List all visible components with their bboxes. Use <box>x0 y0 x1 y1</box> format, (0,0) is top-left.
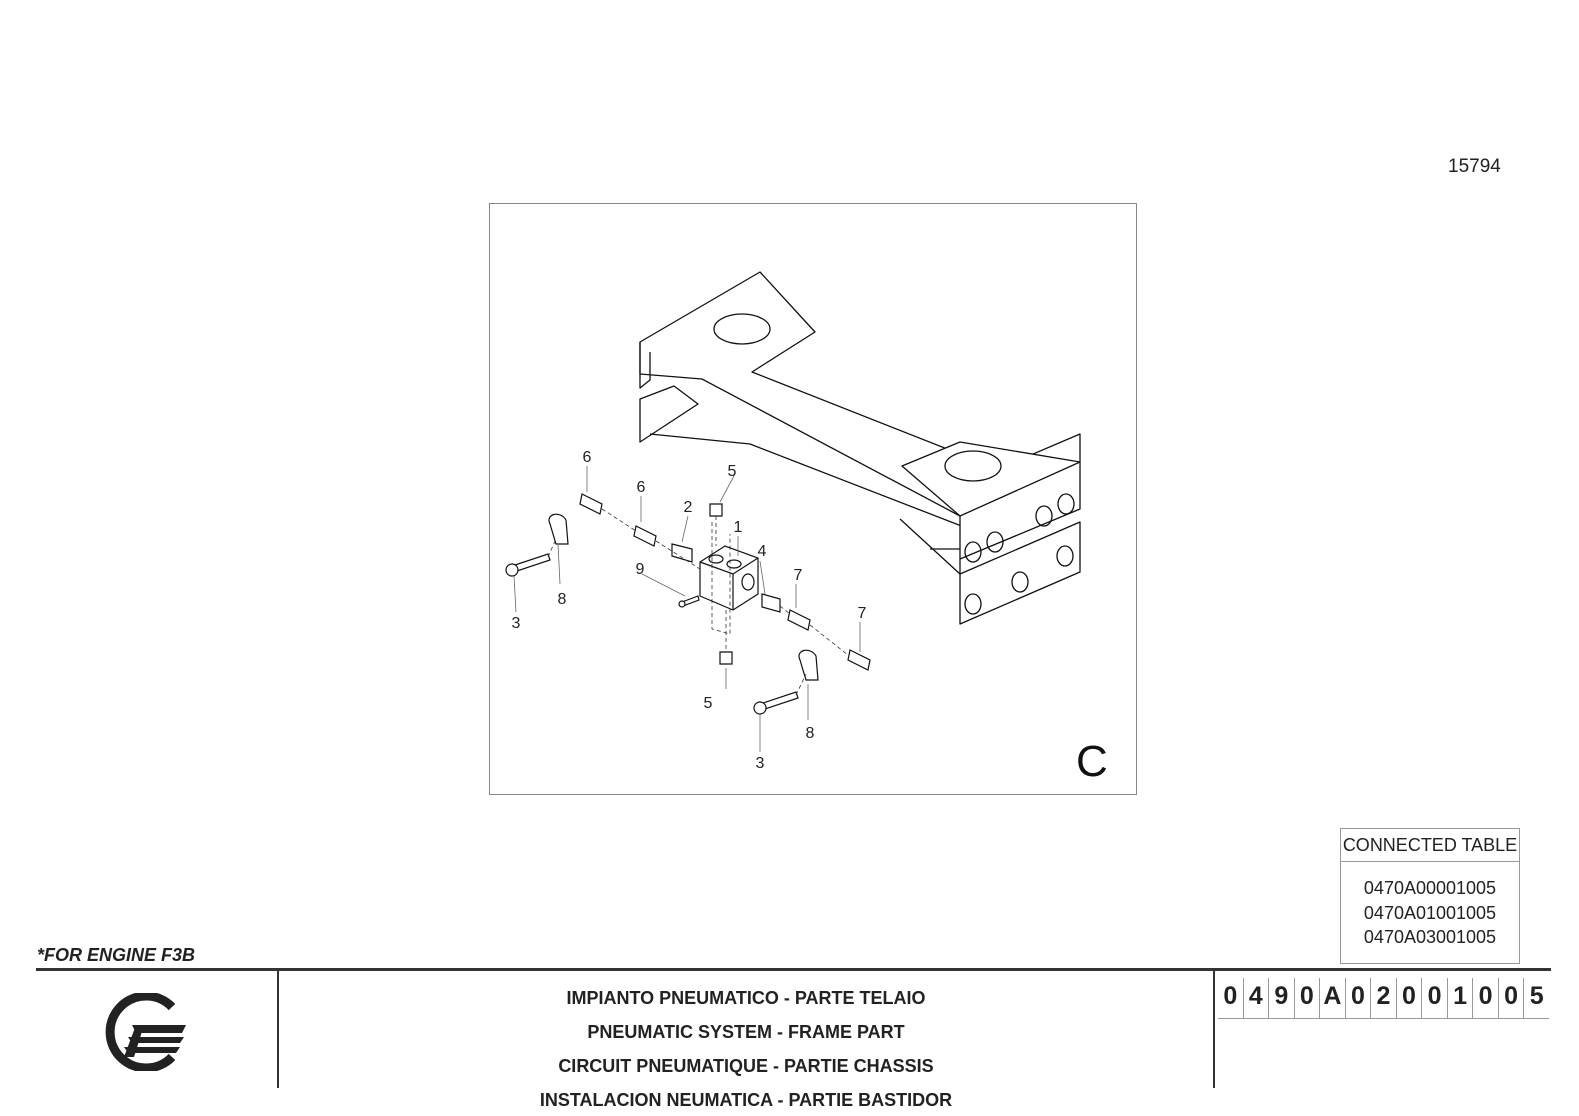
code-char: 0 <box>1472 978 1498 1018</box>
code-char: 5 <box>1523 978 1549 1018</box>
company-logo-icon <box>102 991 188 1073</box>
code-char: 0 <box>1344 978 1371 1018</box>
connected-table-item[interactable]: 0470A01001005 <box>1363 902 1497 923</box>
code-char: 9 <box>1268 978 1294 1018</box>
title-italian: IMPIANTO PNEUMATICO - PARTE TELAIO <box>566 988 926 1008</box>
code-char: 4 <box>1242 978 1269 1018</box>
title-block-divider-left <box>277 970 279 1088</box>
drawing-code: 0 4 9 0 A 0 2 0 0 1 0 0 5 <box>1218 978 1549 1019</box>
sheet-number: 15794 <box>1448 156 1501 177</box>
callout-4: 4 <box>758 543 767 560</box>
callout-3a: 3 <box>512 615 521 632</box>
code-char: 0 <box>1223 982 1238 1010</box>
code-char: A <box>1319 978 1345 1018</box>
connected-table-list: 0470A00001005 0470A01001005 0470A0300100… <box>1341 862 1519 950</box>
callout-2: 2 <box>684 499 693 516</box>
code-char: 2 <box>1370 978 1396 1018</box>
callout-1: 1 <box>734 519 743 536</box>
title-english: PNEUMATIC SYSTEM - FRAME PART <box>587 1022 905 1042</box>
callout-8a: 8 <box>558 591 567 608</box>
title-block-divider-right <box>1213 970 1215 1088</box>
title-french: CIRCUIT PNEUMATIQUE - PARTIE CHASSIS <box>558 1056 934 1076</box>
leader-lines <box>513 466 861 752</box>
title-spanish: INSTALACION NEUMATICA - PARTIE BASTIDOR <box>539 1090 953 1110</box>
callout-5a: 5 <box>728 463 737 480</box>
callout-7a: 7 <box>794 567 803 584</box>
callout-9: 9 <box>636 561 645 578</box>
callout-3b: 3 <box>756 755 765 772</box>
connected-table-title: CONNECTED TABLE <box>1341 829 1519 862</box>
connected-table-item[interactable]: 0470A00001005 <box>1363 878 1497 898</box>
drawing-frame: 6 6 2 5 1 4 9 7 7 8 3 5 8 3 C <box>489 203 1137 795</box>
exploded-parts-drawing: 6 6 2 5 1 4 9 7 7 8 3 5 8 3 C <box>505 271 1108 786</box>
frame-crossmember <box>639 271 1081 625</box>
code-char: 0 <box>1395 978 1422 1018</box>
view-letter: C <box>1076 737 1108 786</box>
callout-6b: 6 <box>637 479 646 496</box>
pneumatic-parts <box>505 493 871 715</box>
code-char: 0 <box>1497 978 1524 1018</box>
code-char: 1 <box>1446 978 1473 1018</box>
code-char: 0 <box>1293 978 1320 1018</box>
connected-table-item[interactable]: 0470A03001005 <box>1363 927 1497 947</box>
title-block-rule <box>36 968 1551 971</box>
engine-note: *FOR ENGINE F3B <box>37 945 196 965</box>
callout-8b: 8 <box>806 725 815 742</box>
connected-table: CONNECTED TABLE 0470A00001005 0470A01001… <box>1340 828 1520 964</box>
assembly-lines <box>547 508 849 696</box>
code-char: 0 <box>1421 978 1447 1018</box>
callout-6a: 6 <box>583 449 592 466</box>
callout-7b: 7 <box>858 605 867 622</box>
callout-5b: 5 <box>704 695 713 712</box>
